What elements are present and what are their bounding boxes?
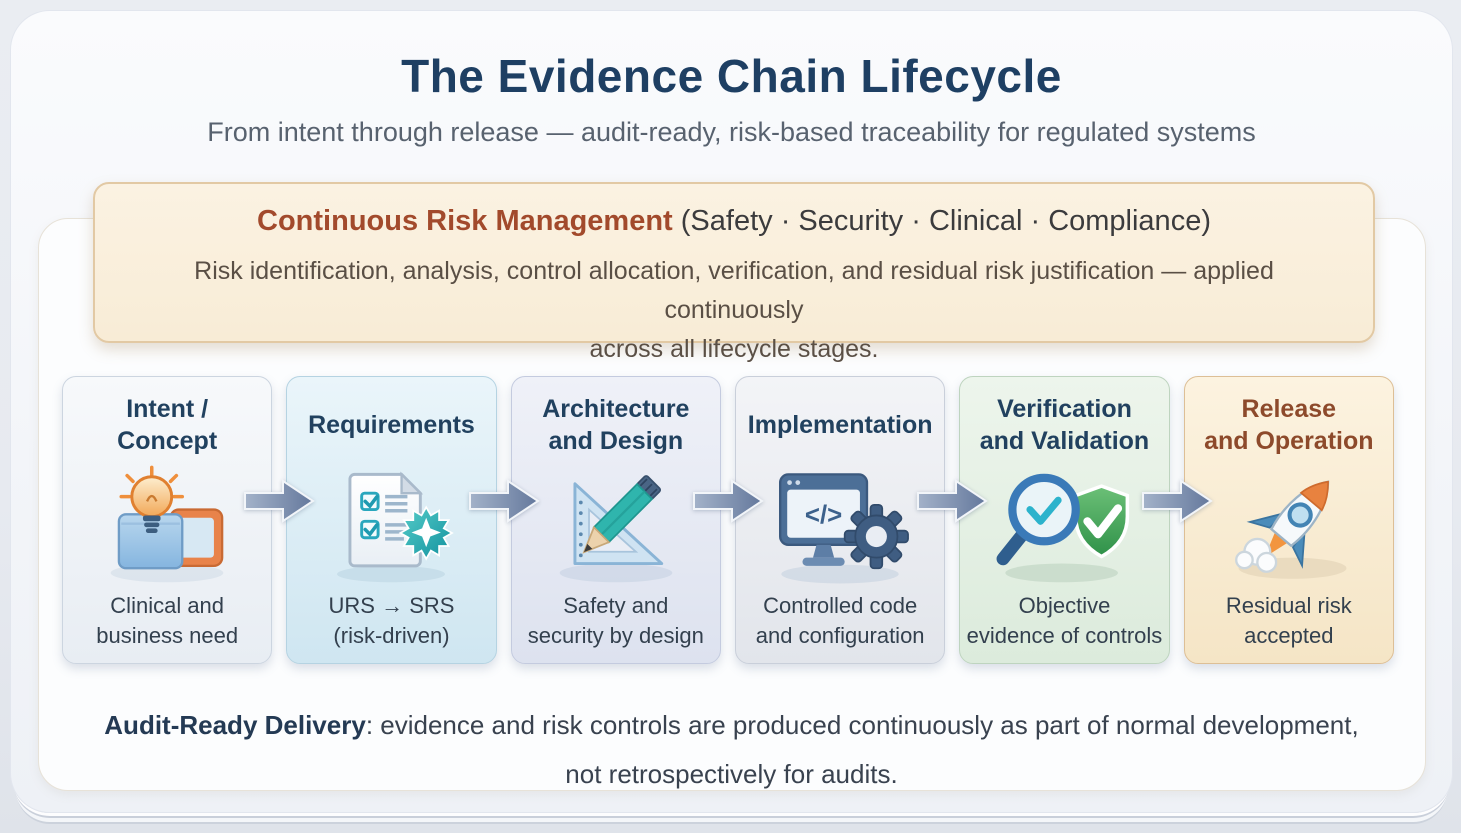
lifecycle-stages-row: Intent / Concept [62,376,1394,664]
page-subtitle: From intent through release — audit-read… [207,117,1256,147]
risk-banner-body: Risk identification, analysis, control a… [194,257,1274,363]
lightbulb-idea-icon [110,465,224,583]
risk-banner-heading: Continuous Risk Management (Safety · Sec… [95,205,1373,238]
page-title: The Evidence Chain Lifecycle [401,50,1062,102]
magnifier-shield-check-icon [997,473,1130,583]
stage-title: Architecture and Design [542,394,690,456]
stage-caption: URS → SRS (risk-driven) [328,593,455,648]
arrow-right-icon [468,477,540,525]
stage-caption: Safety and security by design [527,593,704,648]
audit-ready-note-strong: Audit-Ready Delivery [104,710,366,740]
stage-caption: Residual risk accepted [1225,593,1352,648]
stage-card-implementation: Implementation </> [734,376,946,664]
code-monitor-gear-icon: </> [779,473,910,584]
stage-caption: Objective evidence of controls [966,593,1163,648]
arrow-right-icon [1141,477,1213,525]
stage-title: Implementation [747,410,933,439]
arrow-right-icon [692,477,764,525]
stage-title: Verification and Validation [979,394,1150,456]
risk-banner-heading-rest: (Safety · Security · Clinical · Complian… [672,205,1211,237]
stage-caption: Clinical and business need [96,593,239,648]
stage-title: Requirements [308,410,475,439]
stage-title: Intent / Concept [117,394,218,456]
arrow-right-icon [916,477,988,525]
stage-title: Release and Operation [1204,394,1374,456]
stage-card-release-operation: Release and Operation [1183,376,1394,664]
stage-card-verification-validation: Verification and Validation Objective ev… [959,376,1170,664]
set-square-pencil-icon [559,475,673,583]
stage-card-requirements: Requirements [286,376,497,664]
stage-caption: Controlled code and configuration [755,593,925,648]
svg-text:</>: </> [805,502,842,530]
audit-ready-note: Audit-Ready Delivery: evidence and risk … [11,701,1452,800]
risk-banner-heading-strong: Continuous Risk Management [257,205,673,237]
audit-ready-note-rest: : evidence and risk controls are produce… [365,710,1359,790]
continuous-risk-banner: Continuous Risk Management (Safety · Sec… [93,182,1375,363]
checklist-document-icon [337,471,455,583]
stage-card-intent-concept: Intent / Concept [62,376,273,664]
stage-card-architecture-design: Architecture and Design [510,376,721,664]
arrow-right-icon [243,477,315,525]
rocket-icon [1234,480,1347,579]
diagram-panel: The Evidence Chain Lifecycle From intent… [10,10,1453,813]
